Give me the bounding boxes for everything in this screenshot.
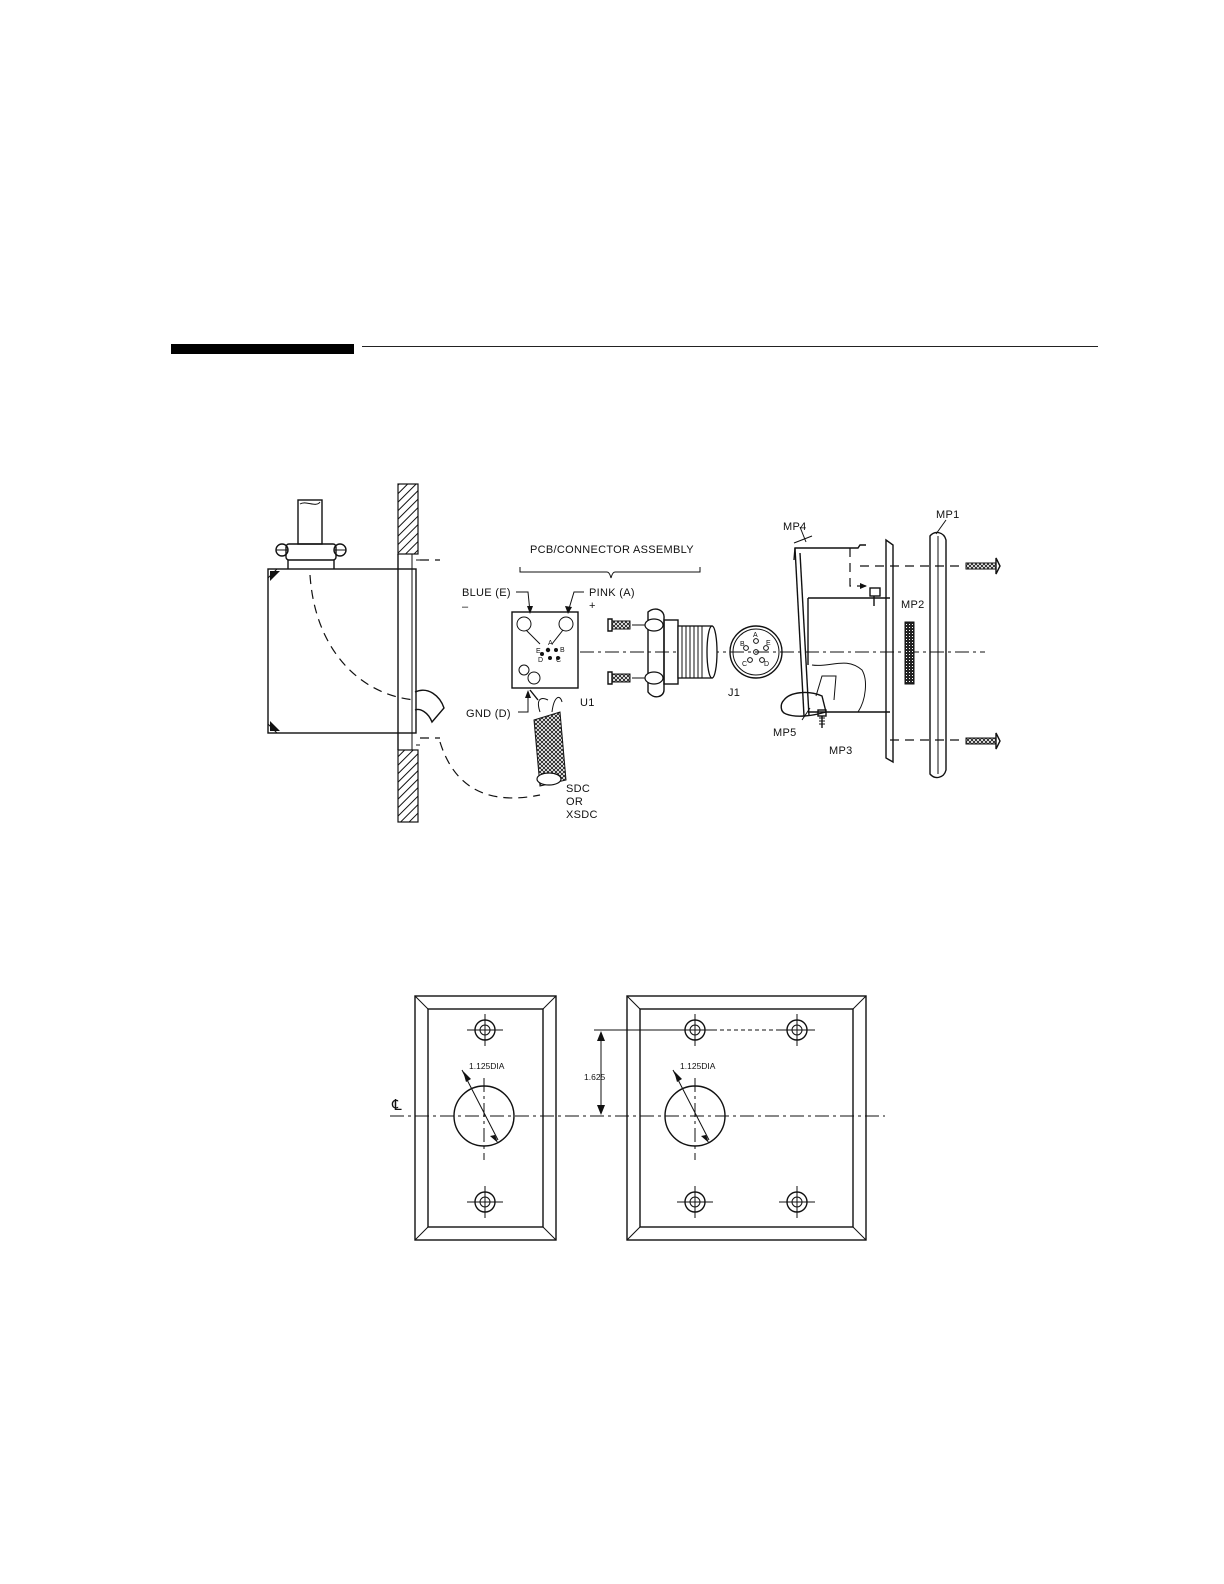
dimension-1625-label: 1.625 [584,1072,606,1082]
j1-pin-d: D [764,661,769,668]
j1-connector [645,609,717,697]
mp5-label: MP5 [773,727,797,739]
single-gang-dia-label: 1.125DIA [469,1061,505,1071]
j1-pin-b: B [740,641,745,648]
u1-pin-e: E [536,648,541,655]
cable-stub [415,690,444,722]
j1-label: J1 [728,687,740,699]
mp4-bracket [794,536,867,716]
pcb-assembly-label: PCB/CONNECTOR ASSEMBLY [530,544,694,556]
wallplate-screws [966,558,1000,749]
mp1-wallplate [930,533,946,778]
blue-wire-label: BLUE (E) [462,587,511,599]
assembly-bracket [520,567,700,578]
centerline-symbol: ℄ [391,1097,402,1114]
pink-polarity: + [589,600,596,612]
double-gang-plate [627,996,866,1240]
blue-leader [516,592,530,612]
j1-pin-c: C [742,661,747,668]
sdc-cable [530,690,566,786]
u1-label: U1 [580,697,595,709]
mp2-label: MP2 [901,599,925,611]
j1-pin-e: E [766,640,771,647]
u1-pin-c: C [556,657,561,664]
u1-pin-a: A [548,640,553,647]
sdc-label: SDC [566,783,590,795]
device-body [781,588,890,728]
wall-section [398,484,418,822]
j1-pin-a: A [753,632,758,639]
mp1-label: MP1 [936,509,960,521]
u1-pin-b: B [560,647,565,654]
cable-hidden [310,575,415,700]
single-gang-plate [415,996,556,1240]
gnd-wire-label: GND (D) [466,708,511,720]
u1-pin-d: D [538,657,543,664]
outlet-box [268,560,440,745]
or-label: OR [566,796,583,808]
blue-polarity: – [462,601,469,613]
conduit-clamp [276,500,346,569]
pink-wire-label: PINK (A) [589,587,635,599]
u1-board: A B E D C [512,612,578,688]
cable-route [440,742,540,798]
mp4-label: MP4 [783,521,807,533]
xsdc-label: XSDC [566,809,598,821]
double-gang-dia-label: 1.125DIA [680,1061,716,1071]
mp3-label: MP3 [829,745,853,757]
mp3-plate [886,540,914,762]
